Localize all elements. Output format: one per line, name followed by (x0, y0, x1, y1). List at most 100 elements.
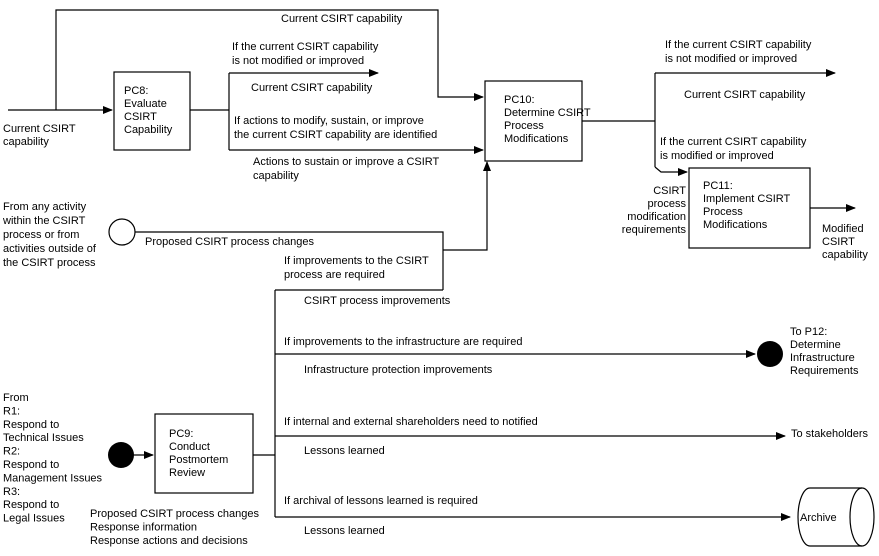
text-line: Modifications (504, 133, 569, 145)
text-line: If improvements to the CSIRT (284, 255, 429, 267)
connectors (8, 9, 856, 521)
text-line: Lessons learned (304, 525, 385, 537)
text-line: capability (3, 136, 49, 148)
text-line: process or from (3, 229, 79, 241)
text-line: activities outside of (3, 243, 97, 255)
text-line: PC11: (703, 180, 733, 192)
text-line: R2: (3, 446, 20, 458)
text-line: Current CSIRT capability (684, 89, 806, 101)
text-line: Proposed CSIRT process changes (90, 508, 259, 520)
text-line: Modifications (703, 219, 768, 231)
pc10-cond-not-modified-label: If the current CSIRT capability is not mo… (665, 39, 812, 65)
text-line: PC9: (169, 428, 193, 440)
text-line: the current CSIRT capability are identif… (234, 129, 437, 141)
text-line: R3: (3, 486, 20, 498)
lessons-learned-2-label: Lessons learned (304, 525, 385, 537)
text-line: Implement CSIRT (703, 193, 790, 205)
text-line: capability (253, 170, 299, 182)
top-current-capability-label: Current CSIRT capability (281, 13, 403, 25)
text-line: Actions to sustain or improve a CSIRT (253, 156, 440, 168)
cond-archival-label: If archival of lessons learned is requir… (284, 495, 478, 507)
text-line: Capability (124, 124, 173, 136)
text-line: Respond to (3, 499, 59, 511)
text-line: within the CSIRT (2, 215, 86, 227)
arrow-pc10-modified (654, 166, 688, 176)
external-input-circle (108, 218, 136, 246)
text-line: requirements (622, 224, 687, 236)
text-line: Determine CSIRT (504, 107, 591, 119)
text-line: CSIRT (653, 185, 686, 197)
text-line: Infrastructure protection improvements (304, 364, 493, 376)
text-line: Respond to (3, 459, 59, 471)
text-line: Postmortem (169, 454, 228, 466)
p12-connector-dot (757, 341, 783, 367)
archive-store: Archive (797, 487, 875, 547)
text-line: capability (822, 249, 868, 261)
text-line: Current CSIRT capability (251, 82, 373, 94)
to-stakeholders-label: To stakeholders (791, 428, 869, 440)
infrastructure-improvements-label: Infrastructure protection improvements (304, 364, 493, 376)
line-proposed-changes (135, 231, 444, 290)
text-line: Infrastructure (790, 352, 855, 364)
text-line: From any activity (3, 201, 87, 213)
cond-stakeholders-label: If internal and external shareholders ne… (284, 416, 538, 428)
text-line: Review (169, 467, 205, 479)
text-line: If the current CSIRT capability (665, 39, 812, 51)
respond-input-dot (108, 442, 134, 468)
text-line: Lessons learned (304, 445, 385, 457)
text-line: If internal and external shareholders ne… (284, 416, 538, 428)
text-line: process are required (284, 269, 385, 281)
text-line: is modified or improved (660, 150, 774, 162)
text-line: Process (504, 120, 544, 132)
text-line: Evaluate (124, 98, 167, 110)
text-line: Conduct (169, 441, 210, 453)
text-line: If actions to modify, sustain, or improv… (234, 115, 424, 127)
text-line: Proposed CSIRT process changes (145, 236, 314, 248)
text-line: If improvements to the infrastructure ar… (284, 336, 522, 348)
from-any-activity-label: From any activity within the CSIRT process… (2, 201, 97, 269)
text-line: If archival of lessons learned is requir… (284, 495, 478, 507)
process-improvements-label: CSIRT process improvements (304, 295, 451, 307)
pc8-current-capability-label: Current CSIRT capability (251, 82, 373, 94)
text-line: Management Issues (3, 472, 103, 484)
text-line: Response information (90, 522, 197, 534)
text-line: From (3, 392, 29, 404)
arrow-top-bypass (55, 9, 484, 110)
text-line: CSIRT (124, 111, 157, 123)
text-line: Legal Issues (3, 513, 65, 525)
text-line: Technical Issues (3, 432, 84, 444)
text-line: To stakeholders (791, 428, 869, 440)
text-line: process (647, 198, 686, 210)
text-line: Archive (800, 512, 837, 524)
text-line: Current CSIRT (3, 123, 76, 135)
cond-infrastructure-label: If improvements to the infrastructure ar… (284, 336, 522, 348)
text-line: PC8: (124, 85, 148, 97)
pc10-current-capability-label: Current CSIRT capability (684, 89, 806, 101)
text-line: Response actions and decisions (90, 535, 248, 547)
text-line: Requirements (790, 365, 859, 377)
text-line: Current CSIRT capability (281, 13, 403, 25)
text-line: is not modified or improved (665, 53, 797, 65)
pc8-cond-actions-label: If actions to modify, sustain, or improv… (234, 115, 437, 141)
text-line: Modified (822, 223, 864, 235)
pc8-actions-label: Actions to sustain or improve a CSIRT cap… (253, 156, 440, 182)
text-line: Determine (790, 339, 841, 351)
text-line: CSIRT process improvements (304, 295, 451, 307)
text-line: To P12: (790, 326, 827, 338)
text-line: CSIRT (822, 236, 855, 248)
